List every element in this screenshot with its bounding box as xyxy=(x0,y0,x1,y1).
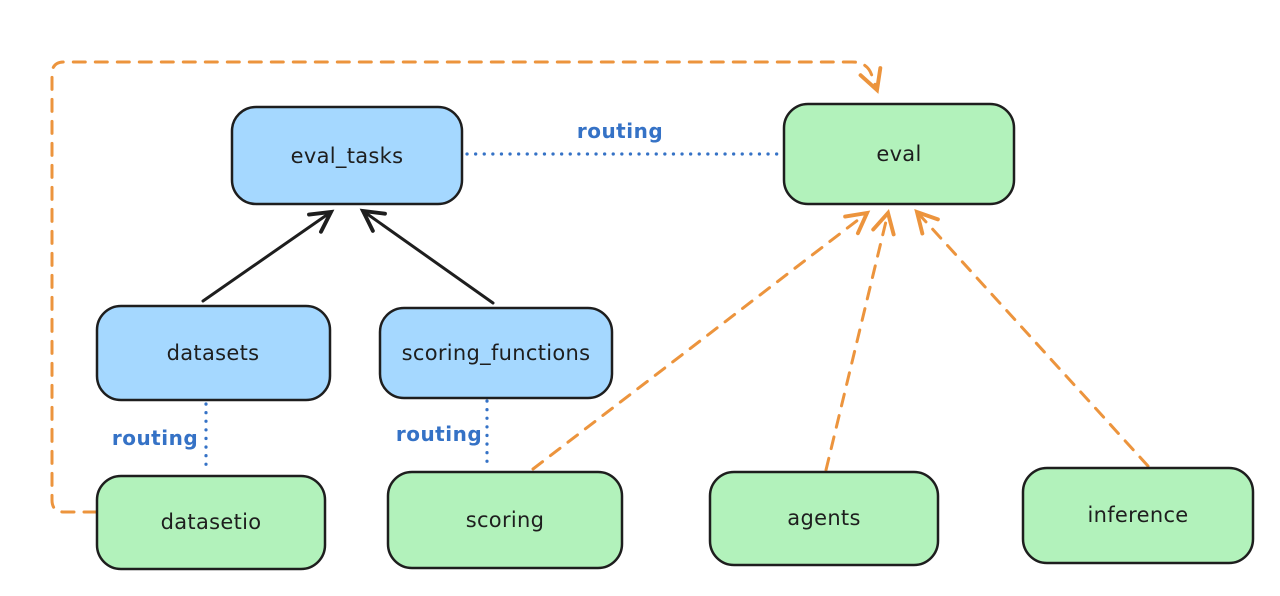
node-eval-tasks-box xyxy=(230,105,464,206)
node-agents: agents xyxy=(708,470,940,567)
node-inference-box xyxy=(1021,466,1255,565)
node-datasetio-label: datasetio xyxy=(161,510,262,534)
node-datasets: datasets xyxy=(95,304,332,402)
node-eval-label: eval xyxy=(876,142,921,166)
node-datasets-box xyxy=(95,304,332,402)
node-scoring-functions-label: scoring_functions xyxy=(402,341,591,366)
node-agents-label: agents xyxy=(787,506,860,530)
node-agents-box xyxy=(708,470,940,567)
node-eval-box xyxy=(782,102,1016,206)
node-scoring-label: scoring xyxy=(466,508,545,532)
node-eval-tasks: eval_tasks xyxy=(230,105,464,206)
node-inference: inference xyxy=(1021,466,1255,565)
node-datasetio-box xyxy=(95,474,327,571)
node-eval-tasks-label: eval_tasks xyxy=(291,144,404,169)
node-datasets-label: datasets xyxy=(167,341,260,365)
edge-scoring-to-eval xyxy=(531,210,871,471)
node-inference-label: inference xyxy=(1087,503,1188,527)
node-scoring-box xyxy=(386,470,624,570)
edge-inference-to-eval xyxy=(914,208,1150,468)
node-scoring-functions: scoring_functions xyxy=(378,306,614,400)
edge-label-routing-middle: routing xyxy=(396,422,482,446)
edge-agents-to-eval xyxy=(824,209,896,472)
edge-label-routing-top: routing xyxy=(577,119,663,143)
node-datasetio: datasetio xyxy=(95,474,327,571)
node-eval: eval xyxy=(782,102,1016,206)
node-scoring-functions-box xyxy=(378,306,614,400)
edge-datasetio-to-eval xyxy=(50,60,883,514)
node-scoring: scoring xyxy=(386,470,624,570)
edge-scoring-functions-to-eval-tasks xyxy=(359,208,495,305)
edge-label-routing-left: routing xyxy=(112,426,198,450)
edge-datasets-to-eval-tasks xyxy=(201,209,335,303)
